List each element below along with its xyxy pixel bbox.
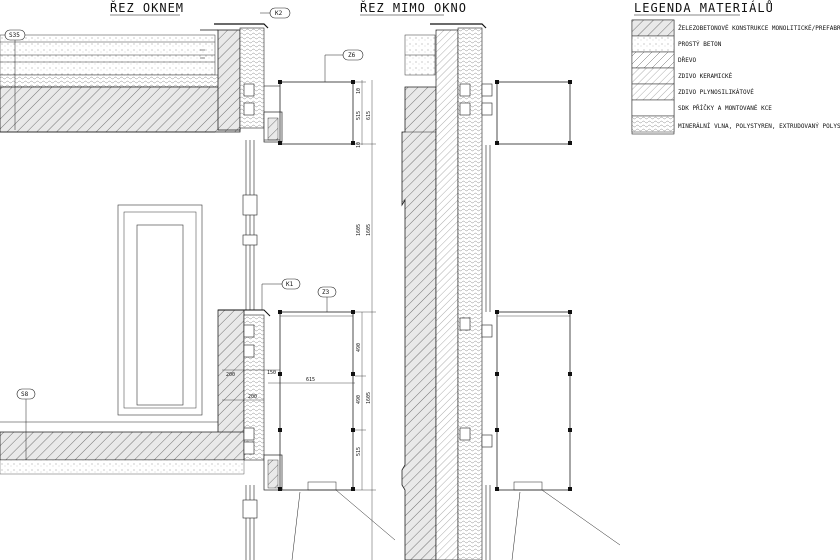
section-through-window: 10 515 615 10 1605 1605 490 490 515 1605…: [0, 23, 396, 560]
frame-z6: [279, 81, 354, 145]
svg-text:Z3: Z3: [322, 289, 330, 296]
svg-text:S8: S8: [21, 391, 29, 398]
svg-text:K1: K1: [286, 281, 294, 288]
legend-swatch-drywall: [631, 99, 675, 117]
dim-200b: 200: [248, 394, 257, 400]
title-section-without-window: ŘEZ MIMO OKNO: [360, 0, 467, 15]
legend: ŽELEZOBETONOVÉ KONSTRUKCE MONOLITICKÉ/PR…: [631, 19, 840, 135]
legend-swatch-plain-concrete: [631, 35, 675, 53]
dim-1605: 1605: [356, 224, 362, 236]
legend-item-6: MINERÁLNÍ VLNA, POLYSTYREN, EXTRUDOVANÝ …: [678, 122, 840, 130]
dim-515b: 515: [356, 447, 362, 456]
title-legend: LEGENDA MATERIÁLŮ: [634, 0, 774, 15]
dim-200a: 200: [226, 372, 235, 378]
roof-slab: [0, 86, 241, 133]
tag-k2: [269, 7, 291, 19]
dim-10a: 10: [356, 88, 362, 94]
legend-swatch-ceramic: [631, 67, 675, 85]
right-wall: [401, 86, 437, 560]
legend-item-5: SDK PŘÍČKY A MONTOVANÉ KCE: [678, 104, 772, 112]
callouts: K2 S35 Z6 K1 Z3 S8: [4, 7, 364, 460]
svg-text:K2: K2: [275, 10, 283, 17]
dim-515: 515: [356, 111, 362, 120]
legend-swatch-insulation: [631, 115, 675, 133]
dim-615b: 615: [306, 377, 315, 383]
section-without-window: [401, 23, 621, 560]
svg-text:S35: S35: [9, 32, 20, 39]
dim-1605b: 1605: [366, 224, 372, 236]
legend-item-2: DŘEVO: [678, 56, 696, 64]
legend-item-0: ŽELEZOBETONOVÉ KONSTRUKCE MONOLITICKÉ/PR…: [678, 24, 840, 32]
dim-10b: 10: [356, 142, 362, 148]
legend-swatch-reinforced-concrete: [631, 19, 675, 37]
legend-item-1: PROSTÝ BETON: [678, 41, 722, 48]
frame-z3: [279, 311, 354, 491]
parapet: [217, 29, 241, 131]
legend-item-3: ZDIVO KERAMICKÉ: [678, 72, 733, 80]
svg-text:Z6: Z6: [348, 52, 356, 59]
legend-swatch-wood: [631, 51, 675, 69]
dim-150: 150: [267, 370, 276, 376]
floor-slab: [0, 431, 245, 461]
legend-item-4: ZDIVO PLYNOSILIKÁTOVÉ: [678, 88, 754, 96]
title-section-with-window: ŘEZ OKNEM: [110, 0, 184, 15]
dim-490a: 490: [356, 343, 362, 352]
dim-490b: 490: [356, 395, 362, 404]
legend-swatch-aerated: [631, 83, 675, 101]
door-outline: [117, 204, 203, 416]
dim-615: 615: [366, 111, 372, 120]
dim-1605c: 1605: [366, 392, 372, 404]
